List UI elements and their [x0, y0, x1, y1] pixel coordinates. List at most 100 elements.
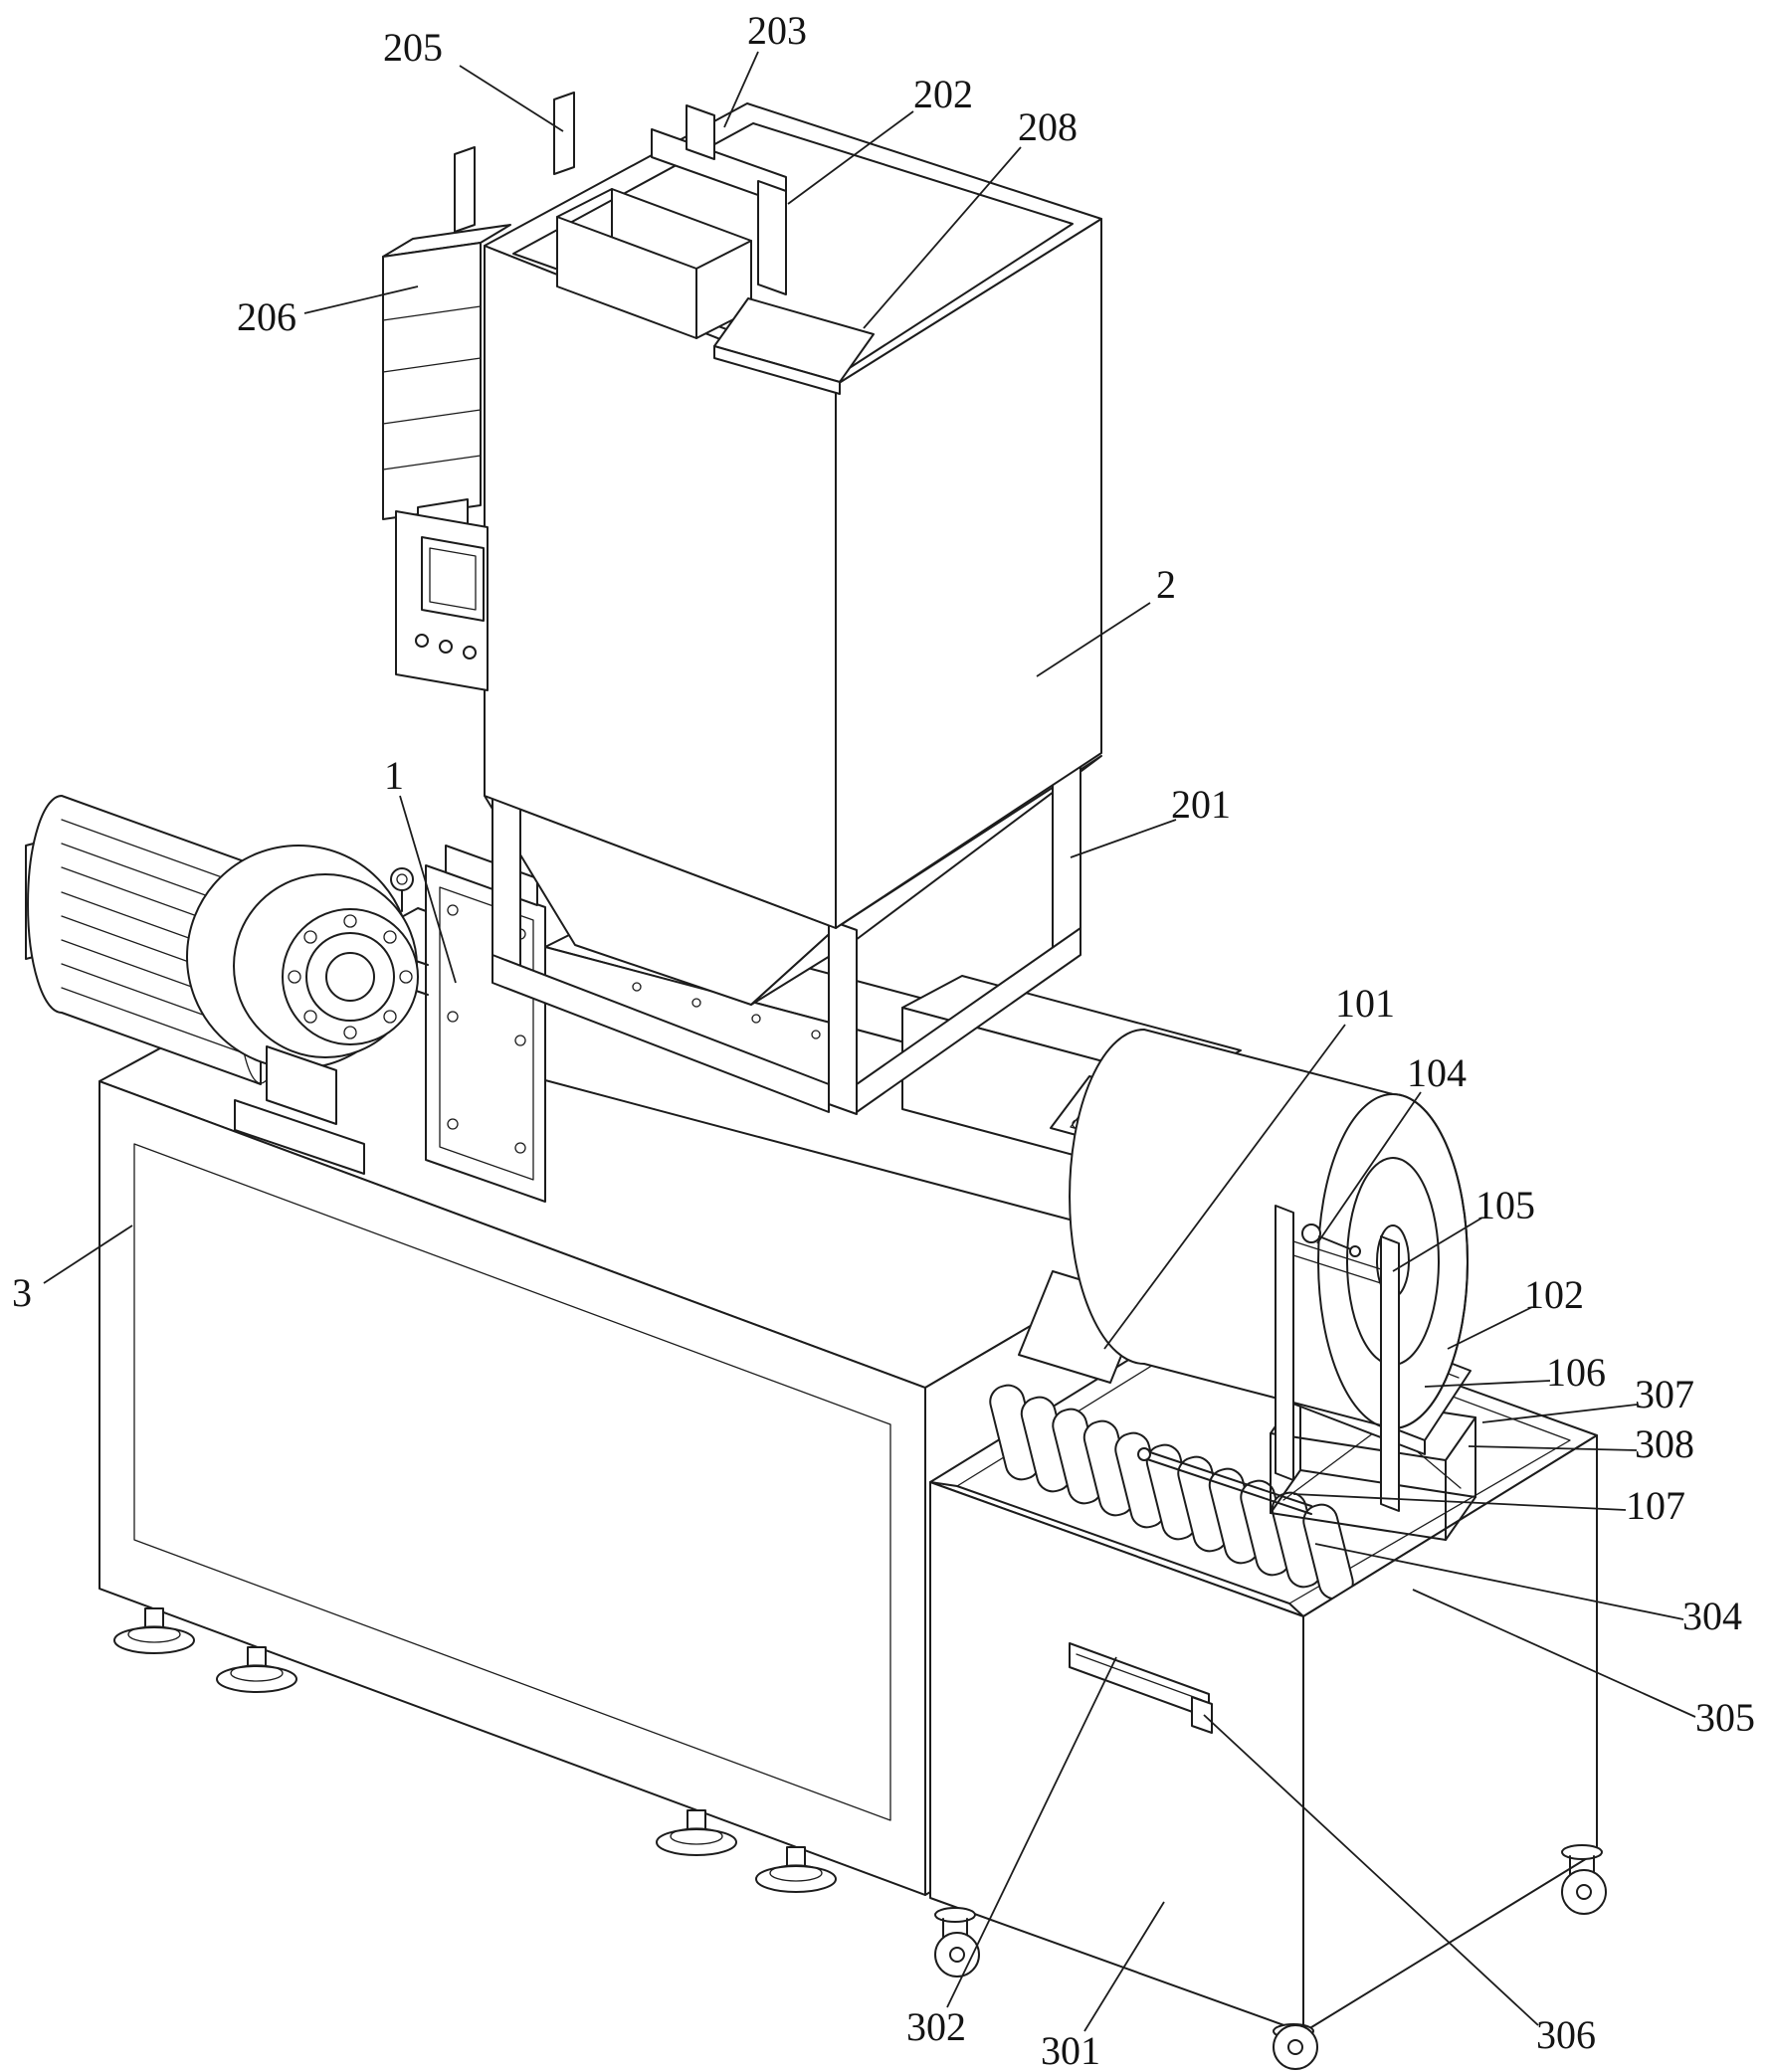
leader-line-102 — [1447, 1306, 1533, 1350]
leader-line-104 — [1316, 1091, 1422, 1244]
feeder-layer-line — [382, 409, 482, 425]
frame-beam-front — [491, 954, 830, 1113]
leader-line-2 — [1036, 602, 1151, 677]
leader-line-208 — [863, 146, 1022, 329]
bracket-crossbar — [1292, 1254, 1382, 1284]
hopper — [382, 92, 1102, 929]
frame-bottom-rail — [1445, 1496, 1476, 1541]
deflector-plate — [713, 297, 875, 395]
panel-screen — [421, 536, 485, 622]
leader-line-205 — [459, 65, 564, 132]
adjust-pin — [1301, 1224, 1321, 1243]
leader-line-301 — [1083, 1901, 1165, 2032]
ref-label-305: 305 — [1695, 1695, 1755, 1740]
leader-line-3 — [43, 1224, 133, 1284]
ref-label-308: 308 — [1635, 1421, 1694, 1466]
slot-hook — [1191, 1696, 1213, 1734]
motor-pedestal-base — [234, 1099, 365, 1175]
die-head — [1069, 1029, 1469, 1512]
cabinet-front-panel-border — [133, 1143, 891, 1821]
leader-line-302 — [946, 1656, 1117, 2008]
barrel-bolt — [751, 1014, 761, 1024]
barrel-bolt — [811, 1030, 821, 1039]
hopper-support-frame — [484, 755, 1102, 1115]
ref-label-104: 104 — [1407, 1050, 1467, 1095]
leader-line-1 — [399, 795, 457, 984]
control-panel — [395, 510, 489, 691]
frame-bottom-rail — [1270, 1512, 1447, 1541]
ref-label-306: 306 — [1536, 2012, 1596, 2057]
leader-line-105 — [1392, 1217, 1483, 1272]
top-bracket — [651, 104, 787, 295]
barrel-bolt — [632, 982, 642, 992]
frame-bottom-rail — [1270, 1469, 1301, 1514]
ref-label-202: 202 — [913, 72, 973, 116]
cabinet-foot — [755, 1846, 837, 1893]
ref-label-302: 302 — [906, 2004, 966, 2049]
ref-label-3: 3 — [12, 1270, 32, 1315]
leader-line-201 — [1070, 819, 1177, 858]
leader-line-306 — [1203, 1714, 1539, 2026]
adjust-pin-rod — [1318, 1235, 1352, 1250]
pull-rod — [1143, 1457, 1312, 1515]
ref-label-102: 102 — [1524, 1272, 1584, 1317]
plate-bolt — [447, 904, 459, 916]
leader-line-307 — [1481, 1404, 1638, 1423]
feeder-layer-line — [382, 305, 482, 321]
drive-shaft — [415, 990, 429, 996]
drive-shaft — [415, 960, 429, 966]
motor-pedestal-column — [266, 1045, 337, 1125]
gearbox-hub — [325, 952, 375, 1002]
rod-end — [1137, 1447, 1151, 1461]
leader-line-101 — [1103, 1024, 1346, 1350]
caster — [934, 1907, 980, 1978]
ref-label-101: 101 — [1335, 981, 1395, 1026]
leader-line-107 — [1292, 1493, 1627, 1511]
gearbox-ring — [305, 932, 395, 1022]
feed-box-front — [556, 216, 697, 339]
ref-label-203: 203 — [747, 8, 807, 53]
bracket-crossbar — [1292, 1240, 1382, 1270]
adjust-pin-end — [1349, 1245, 1361, 1257]
ref-label-301: 301 — [1041, 2028, 1100, 2072]
panel-button — [415, 634, 429, 648]
leader-line-305 — [1412, 1589, 1696, 1718]
eye-bolt — [390, 867, 414, 891]
feeder-layer-line — [382, 455, 482, 471]
slot-rail — [1076, 1653, 1203, 1701]
plate-bolt — [447, 1011, 459, 1023]
deflector-edge — [713, 345, 841, 395]
bracket-leg — [757, 180, 787, 295]
gearbox-bolts — [288, 914, 413, 1039]
gearbox-flange — [282, 908, 419, 1045]
leader-line-206 — [303, 285, 419, 314]
cabinet-foot — [656, 1809, 737, 1856]
panel-button — [439, 640, 453, 654]
leader-line-203 — [723, 51, 759, 128]
ref-label-208: 208 — [1018, 104, 1078, 149]
panel-button — [463, 646, 477, 659]
ref-label-206: 206 — [237, 294, 296, 339]
leader-line-308 — [1468, 1445, 1638, 1451]
gearbox-mount-plate — [425, 864, 546, 1203]
pull-rod — [1143, 1449, 1312, 1507]
frame-brace — [1282, 1423, 1386, 1501]
guide-post — [454, 146, 476, 233]
ref-label-105: 105 — [1475, 1183, 1535, 1227]
cabinet-front-face — [98, 1080, 926, 1896]
ref-label-106: 106 — [1546, 1350, 1606, 1395]
roller-bed — [989, 1384, 1354, 1601]
panel-screen-inner — [429, 547, 477, 611]
plate-bolt — [514, 1142, 526, 1154]
ref-label-2: 2 — [1156, 562, 1176, 607]
caster — [1273, 2023, 1318, 2070]
frame-beam-right — [856, 927, 1081, 1113]
cabinet-foot — [216, 1646, 297, 1693]
guide-post — [553, 92, 575, 175]
support-bracket — [1380, 1235, 1400, 1512]
ref-label-304: 304 — [1682, 1594, 1742, 1638]
ref-label-1: 1 — [384, 753, 404, 798]
ref-label-201: 201 — [1171, 782, 1231, 827]
feeder-layer-line — [382, 357, 482, 373]
